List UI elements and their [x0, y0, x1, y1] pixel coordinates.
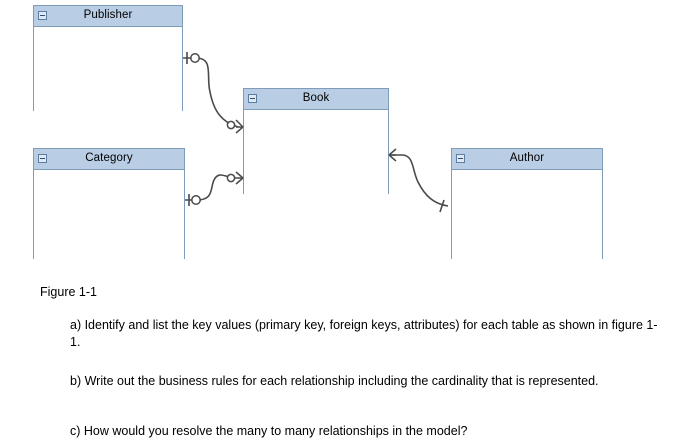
er-diagram: Publisher Book Category Author [33, 5, 603, 259]
crows-foot [388, 148, 397, 162]
collapse-icon[interactable] [38, 11, 47, 20]
cardinality-zero-circle [190, 53, 200, 63]
entity-publisher-header: Publisher [34, 6, 182, 27]
cardinality-zero-circle [226, 173, 236, 183]
relationship-book-author [388, 148, 449, 213]
collapse-icon[interactable] [456, 154, 465, 163]
entity-author-header: Author [452, 149, 602, 170]
entity-category-label: Category [85, 152, 133, 165]
cardinality-zero-circle [226, 120, 236, 130]
question-a: a) Identify and list the key values (pri… [70, 318, 658, 349]
crows-foot [235, 119, 244, 134]
collapse-icon[interactable] [38, 154, 47, 163]
entity-author-body [452, 170, 602, 259]
entity-book-header: Book [244, 89, 388, 110]
entity-publisher-body [34, 27, 182, 111]
entity-author[interactable]: Author [451, 148, 603, 259]
entity-publisher-label: Publisher [83, 9, 133, 22]
entity-category-header: Category [34, 149, 184, 170]
collapse-icon[interactable] [248, 94, 257, 103]
entity-book[interactable]: Book [243, 88, 389, 194]
figure-caption: Figure 1-1 [40, 285, 97, 299]
entity-book-label: Book [302, 92, 330, 105]
entity-publisher[interactable]: Publisher [33, 5, 183, 111]
cardinality-zero-circle [191, 195, 201, 205]
question-c: c) How would you resolve the many to man… [70, 424, 468, 438]
relationship-category-book [185, 171, 244, 206]
entity-category-body [34, 170, 184, 259]
relationship-publisher-book [183, 52, 244, 134]
entity-category[interactable]: Category [33, 148, 185, 259]
entity-author-label: Author [509, 152, 545, 165]
crows-foot [235, 171, 244, 185]
cardinality-one-bar [439, 199, 445, 213]
entity-book-body [244, 110, 388, 194]
question-b: b) Write out the business rules for each… [70, 374, 599, 388]
